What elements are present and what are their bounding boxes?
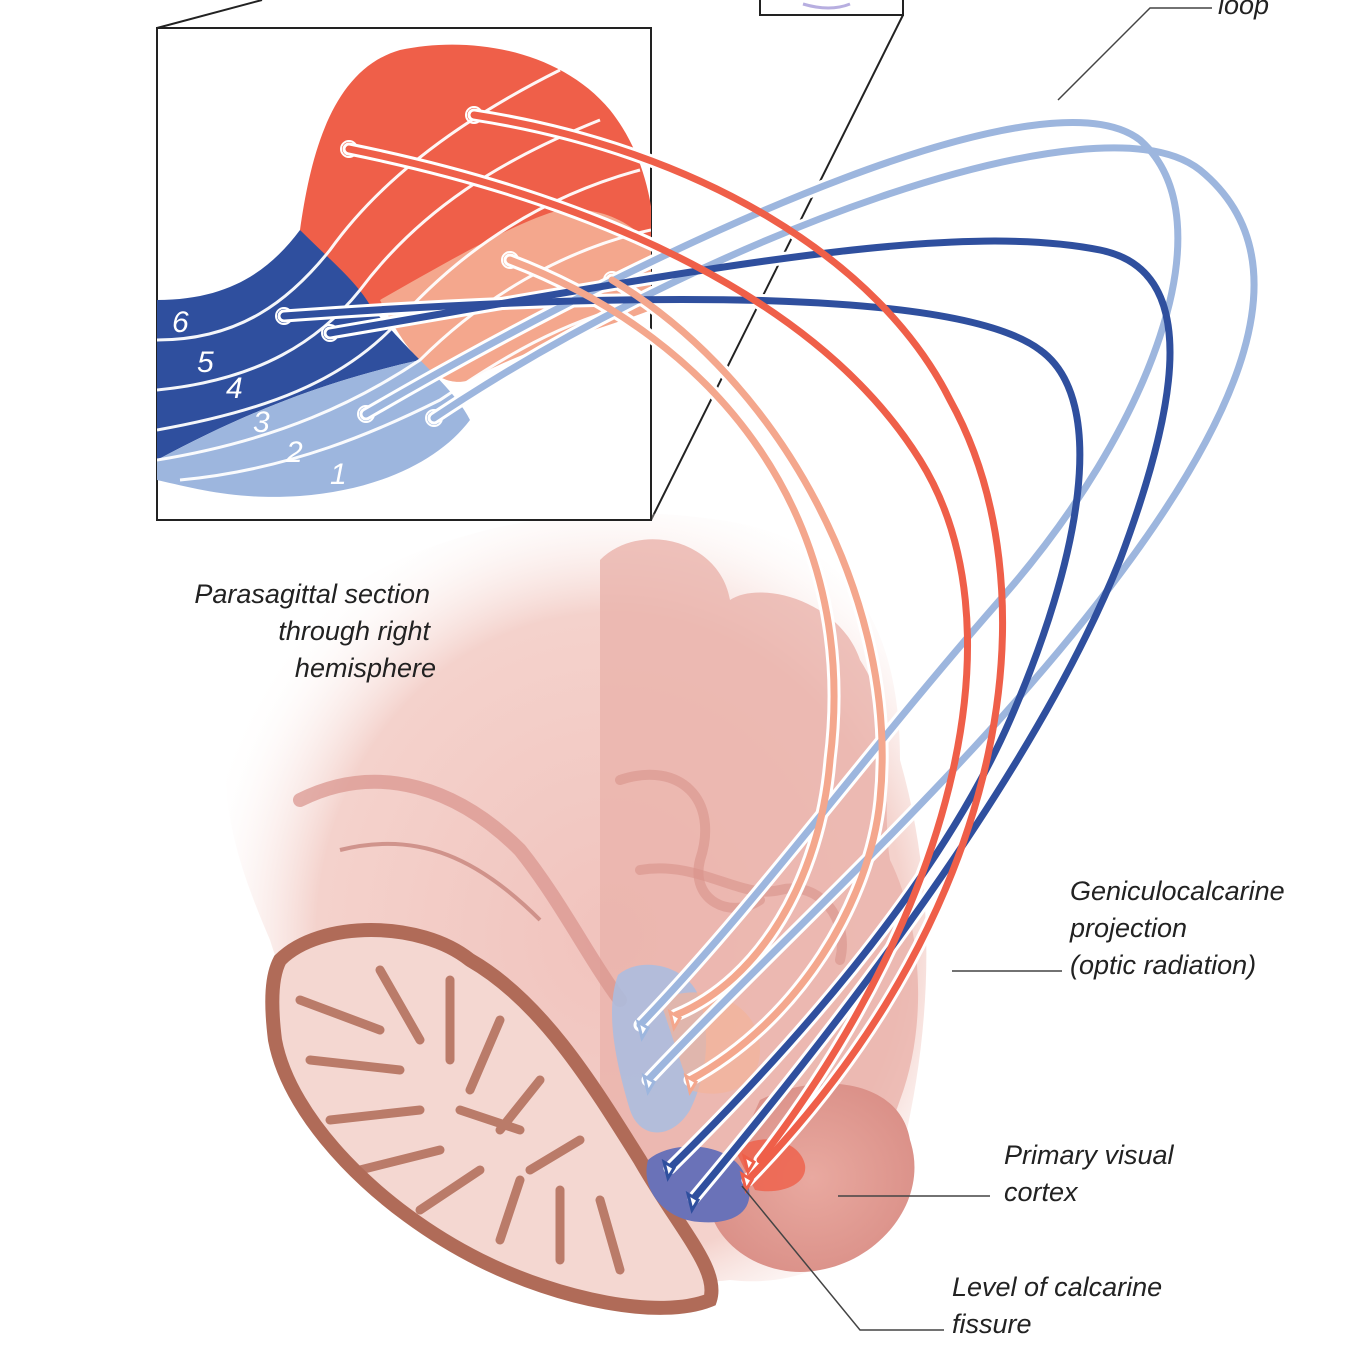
projection-label: Geniculocalcarine projection (optic radi… [1069,876,1285,980]
fissure-label-line-1: Level of calcarine [952,1272,1162,1302]
layer-numbers: 6 5 4 3 2 1 [172,306,347,491]
fiber-peach-1 [506,256,838,1019]
section-label: Parasagittal section through right hemis… [194,579,436,683]
layer-dark-blue-region [157,230,420,460]
lgn-inset: 6 5 4 3 2 1 [156,27,652,521]
layer-number-1: 1 [330,458,347,491]
fiber-light-blue-2 [362,119,1182,1029]
layer-number-4: 4 [226,372,243,405]
cortex-label-line-1: Primary visual [1004,1140,1175,1170]
fiber-red-2 [470,111,1006,1184]
fiber-dark-blue-2 [280,295,1084,1172]
section-label-line-3: hemisphere [295,653,436,683]
cortex-label: Primary visual cortex [1004,1140,1175,1207]
corpus-callosum [293,774,627,1007]
occipital-pole [710,1083,915,1272]
optic-radiation-fibers [277,108,1261,1214]
fiber-light-blue-1 [430,144,1258,1084]
parieto-occipital-gyrus [615,769,765,913]
top-leader-lines [156,0,904,521]
projection-label-line-3: (optic radiation) [1070,950,1256,980]
layer-number-5: 5 [197,346,214,379]
section-label-line-1: Parasagittal section [194,579,430,609]
layer-number-2: 2 [285,436,303,469]
fiber-dark-blue-1 [326,237,1174,1202]
projection-label-line-2: projection [1069,913,1187,943]
leader-lines [741,7,1212,1331]
fissure-label-line-2: fissure [952,1309,1032,1339]
section-label-line-2: through right [278,616,431,646]
cerebellum [265,923,719,1315]
layer-number-6: 6 [172,306,189,339]
fiber-red-1 [345,145,971,1164]
fiber-peach-2 [608,276,886,1084]
sulcus-line [339,841,542,922]
projection-label-line-1: Geniculocalcarine [1070,876,1285,906]
loop-label: loop [1218,0,1269,20]
cortex-label-line-2: cortex [1004,1177,1079,1207]
layer-number-3: 3 [253,406,270,439]
fissure-label: Level of calcarine fissure [952,1272,1162,1339]
